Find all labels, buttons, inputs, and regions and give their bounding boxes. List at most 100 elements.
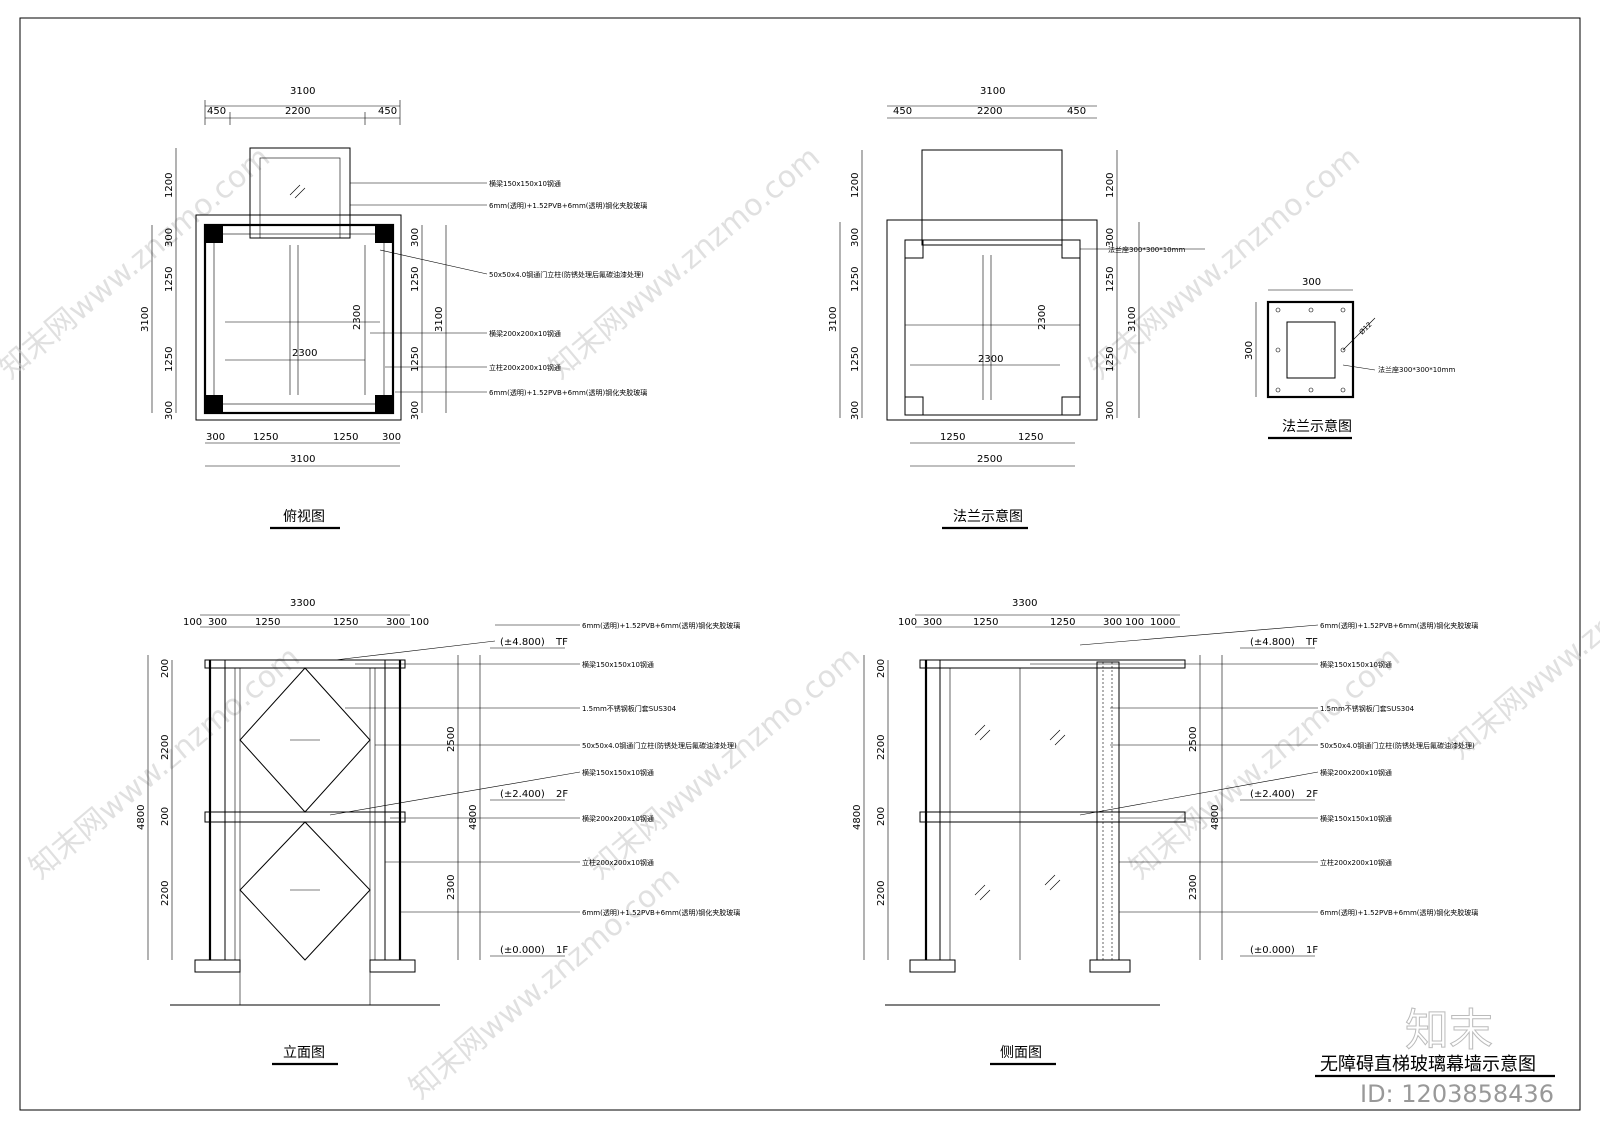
dim-text: 2300 bbox=[446, 875, 457, 900]
note-text: 1.5mm不锈钢板门套SUS304 bbox=[582, 704, 677, 713]
note-text: 横梁200x200x10钢通 bbox=[1320, 768, 1392, 777]
note-text: 6mm(透明)+1.52PVB+6mm(透明)钢化夹胶玻璃 bbox=[489, 388, 647, 397]
level-text: (±2.400) bbox=[500, 789, 545, 800]
note-text: 1.5mm不锈钢板门套SUS304 bbox=[1320, 704, 1415, 713]
watermark-text: 知末网www.znzmo.com bbox=[1123, 640, 1407, 886]
id-watermark: ID: 1203858436 bbox=[1360, 1080, 1554, 1108]
dim-text: 2300 bbox=[1188, 875, 1199, 900]
dim-text: 1250 bbox=[333, 617, 358, 628]
dim-text: 1200 bbox=[164, 173, 175, 198]
dim-text: 300 bbox=[164, 228, 175, 247]
dim-text: 3100 bbox=[434, 307, 445, 332]
dim-text: 1250 bbox=[850, 267, 861, 292]
dim-text: 2500 bbox=[1188, 727, 1199, 752]
dim-text: 1250 bbox=[1105, 347, 1116, 372]
dim-text: 300 bbox=[1244, 341, 1255, 360]
level-text: TF bbox=[555, 637, 568, 648]
note-text: 横梁150x150x10钢通 bbox=[1320, 660, 1392, 669]
dim-text: 300 bbox=[1105, 401, 1116, 420]
dim-text: 1250 bbox=[410, 347, 421, 372]
level-text: 2F bbox=[556, 789, 568, 800]
dim-text: 450 bbox=[893, 106, 912, 117]
dim-text: 2500 bbox=[977, 454, 1002, 465]
dim-text: 450 bbox=[207, 106, 226, 117]
dim-text: 1200 bbox=[1105, 173, 1116, 198]
dim-text: 200 bbox=[876, 659, 887, 678]
note-text: 50x50x4.0钢通门立柱(防锈处理后氟碳油漆处理) bbox=[1320, 741, 1475, 750]
dim-text: 3100 bbox=[140, 307, 151, 332]
dim-text: 1250 bbox=[333, 432, 358, 443]
note-text: 6mm(透明)+1.52PVB+6mm(透明)钢化夹胶玻璃 bbox=[1320, 908, 1478, 917]
dim-text: 2300 bbox=[292, 348, 317, 359]
note-text: 6mm(透明)+1.52PVB+6mm(透明)钢化夹胶玻璃 bbox=[1320, 621, 1478, 630]
dim-text: 100 bbox=[183, 617, 202, 628]
dim-text: 1250 bbox=[164, 347, 175, 372]
note-text: 法兰座300*300*10mm bbox=[1378, 365, 1455, 374]
dim-text: 1250 bbox=[164, 267, 175, 292]
dim-text: 2200 bbox=[876, 735, 887, 760]
note-text: 法兰座300*300*10mm bbox=[1108, 245, 1185, 254]
level-text: (±4.800) bbox=[1250, 637, 1295, 648]
note-text: 6mm(透明)+1.52PVB+6mm(透明)钢化夹胶玻璃 bbox=[582, 621, 740, 630]
level-text: 2F bbox=[1306, 789, 1318, 800]
dim-text: 4800 bbox=[852, 805, 863, 830]
dim-text: 300 bbox=[850, 401, 861, 420]
dim-text: 1250 bbox=[410, 267, 421, 292]
view-title: 立面图 bbox=[283, 1045, 325, 1061]
dim-text: 300 bbox=[923, 617, 942, 628]
dim-text: 450 bbox=[378, 106, 397, 117]
note-text: 立柱200x200x10钢通 bbox=[582, 858, 654, 867]
dim-text: 200 bbox=[876, 807, 887, 826]
dim-text: 3300 bbox=[1012, 598, 1037, 609]
note-text: 立柱200x200x10钢通 bbox=[489, 363, 561, 372]
logo-watermark: 知末 bbox=[1405, 1005, 1493, 1056]
plan-view: 3100 450 2200 450 1200 300 1250 1250 300… bbox=[140, 86, 647, 530]
dim-text: 300 bbox=[410, 228, 421, 247]
view-title: 俯视图 bbox=[283, 509, 325, 525]
dim-text: 2200 bbox=[160, 735, 171, 760]
dim-text: 300 bbox=[208, 617, 227, 628]
dim-text: 1250 bbox=[1018, 432, 1043, 443]
dim-text: 1250 bbox=[253, 432, 278, 443]
dim-text: 4800 bbox=[136, 805, 147, 830]
view-title: 法兰示意图 bbox=[1282, 418, 1352, 435]
dim-text: 2300 bbox=[1037, 305, 1048, 330]
note-text: 横梁150x150x10钢通 bbox=[1320, 814, 1392, 823]
dim-text: 3100 bbox=[828, 307, 839, 332]
note-text: 6mm(透明)+1.52PVB+6mm(透明)钢化夹胶玻璃 bbox=[582, 908, 740, 917]
level-text: (±0.000) bbox=[500, 945, 545, 956]
dim-text: 3100 bbox=[290, 86, 315, 97]
drawing-title: 无障碍直梯玻璃幕墙示意图 bbox=[1320, 1054, 1536, 1075]
dim-text: 300 bbox=[1105, 228, 1116, 247]
level-text: (±4.800) bbox=[500, 637, 545, 648]
note-text: 横梁150x150x10钢通 bbox=[582, 768, 654, 777]
dim-text: 300 bbox=[850, 228, 861, 247]
dim-text: 300 bbox=[1302, 277, 1321, 288]
dim-text: 3100 bbox=[290, 454, 315, 465]
dim-text: 300 bbox=[1103, 617, 1122, 628]
dim-text: 450 bbox=[1067, 106, 1086, 117]
dim-text: 2200 bbox=[876, 881, 887, 906]
note-text: 50x50x4.0钢通门立柱(防锈处理后氟碳油漆处理) bbox=[489, 270, 644, 279]
dim-text: 1000 bbox=[1150, 617, 1175, 628]
flange-plan-view: 3100 450 2200 450 1200 300 1250 1250 300… bbox=[828, 86, 1205, 530]
elevation-view: 3300 100 300 1250 1250 300 100 200 2200 … bbox=[136, 598, 740, 1066]
view-title: 侧面图 bbox=[1000, 1045, 1042, 1061]
level-text: 1F bbox=[556, 945, 568, 956]
dim-text: 3300 bbox=[290, 598, 315, 609]
dim-text: 1250 bbox=[973, 617, 998, 628]
note-text: 横梁150x150x10钢通 bbox=[489, 179, 561, 188]
dim-text: 1250 bbox=[255, 617, 280, 628]
dim-text: 300 bbox=[206, 432, 225, 443]
dim-text: 200 bbox=[160, 807, 171, 826]
dim-text: 1250 bbox=[1050, 617, 1075, 628]
level-text: (±2.400) bbox=[1250, 789, 1295, 800]
sheet-border bbox=[19, 17, 1581, 1111]
dim-text: 1200 bbox=[850, 173, 861, 198]
dim-text: 1250 bbox=[1105, 267, 1116, 292]
dim-text: 4800 bbox=[1210, 805, 1221, 830]
dim-text: 2200 bbox=[977, 106, 1002, 117]
dim-text: 3100 bbox=[980, 86, 1005, 97]
dim-text: 3100 bbox=[1127, 307, 1138, 332]
